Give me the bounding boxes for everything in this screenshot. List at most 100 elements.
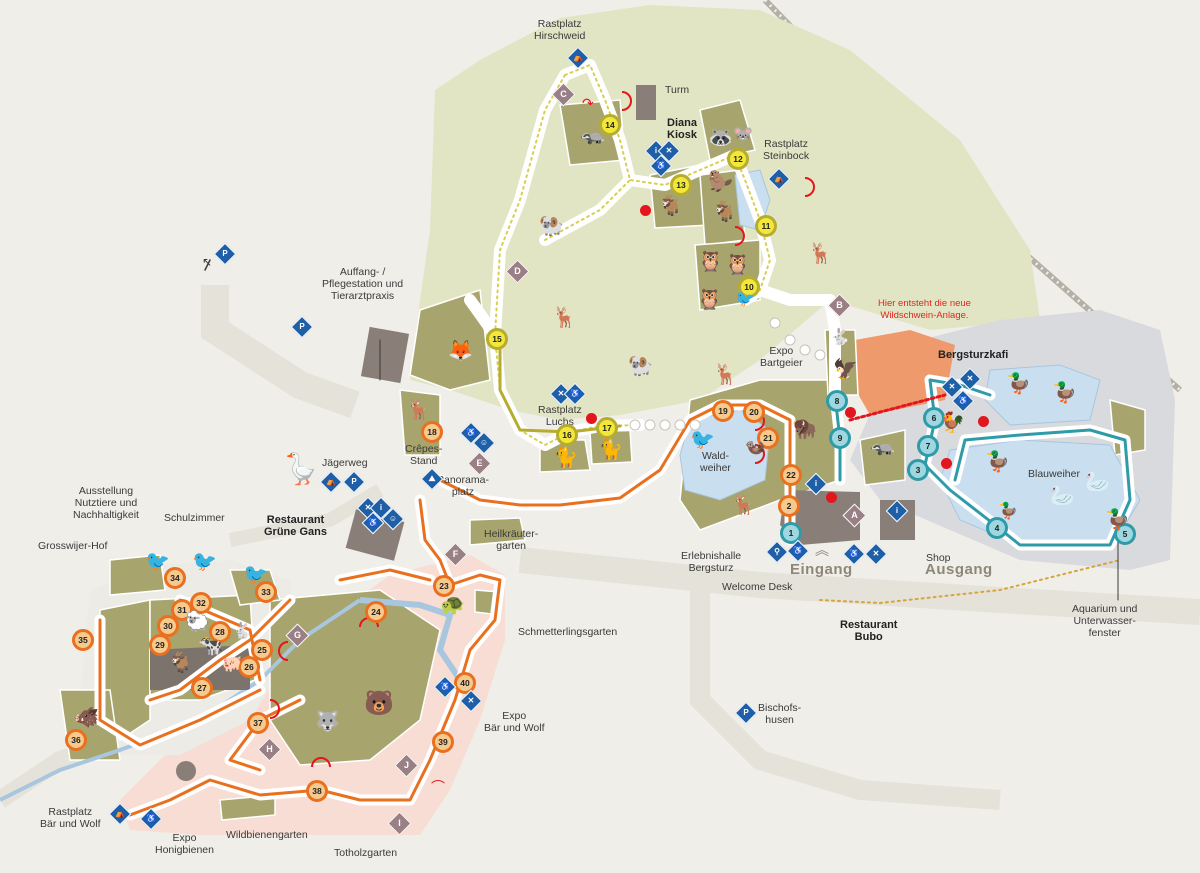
wc-glyph: ♿ [146, 814, 156, 823]
stop-30[interactable]: 30 [157, 615, 179, 637]
stop-39[interactable]: 39 [432, 731, 454, 753]
stop-18[interactable]: 18 [421, 421, 443, 443]
label-auffang: Auffang- / Pflegestation und Tierarztpra… [322, 266, 404, 302]
otter-icon: 🦦 [745, 439, 765, 456]
stop-5[interactable]: 5 [1114, 523, 1136, 545]
bird-icon: 🐦 [735, 291, 755, 308]
stop-17[interactable]: 17 [596, 417, 618, 439]
stop-29[interactable]: 29 [149, 634, 171, 656]
highlight-dot [586, 413, 597, 424]
picnic-glyph: ⛺ [326, 477, 336, 486]
mouse-icon: 🐭 [733, 126, 753, 143]
stop-21[interactable]: 21 [757, 427, 779, 449]
wc-glyph: ♿ [849, 549, 859, 558]
label-bischofshusen: Bischofs- husen [758, 702, 802, 726]
label-rastplatz-steinbock: Rastplatz Steinbock [763, 138, 810, 162]
stop-23[interactable]: 23 [433, 575, 455, 597]
mallard-icon: 🦆 [998, 503, 1018, 520]
stop-12[interactable]: 12 [727, 148, 749, 170]
wild-boar-icon: 🐗 [74, 707, 99, 729]
zone-letter: H [266, 744, 273, 754]
stop-7[interactable]: 7 [917, 435, 939, 457]
lookout-glyph: ⛰ [428, 474, 436, 483]
stop-20[interactable]: 20 [743, 401, 765, 423]
stop-28[interactable]: 28 [209, 621, 231, 643]
badger-icon: 🦡 [580, 124, 605, 146]
duck-icon: 🦆 [985, 451, 1010, 473]
label-bergsturzkafi: Bergsturzkafi [938, 349, 1009, 361]
marmot-icon: 🦫 [708, 171, 733, 193]
raccoon-icon: 🦝 [708, 127, 733, 149]
stop-16[interactable]: 16 [556, 424, 578, 446]
duck-icon: 🦆 [1052, 382, 1077, 404]
marten-icon: 🦡 [870, 435, 895, 457]
ibex-icon: 🐐 [712, 201, 737, 223]
stop-22[interactable]: 22 [780, 464, 802, 486]
stop-14[interactable]: 14 [599, 114, 621, 136]
stop-24[interactable]: 24 [365, 601, 387, 623]
label-diana-kiosk: Diana Kiosk [667, 117, 697, 141]
restaurant-glyph: ✕ [872, 549, 880, 558]
stop-26[interactable]: 26 [238, 656, 260, 678]
label-crepes: Crêpes- Stand [405, 443, 443, 467]
stop-32[interactable]: 32 [190, 592, 212, 614]
stop-37[interactable]: 37 [247, 712, 269, 734]
picnic-glyph: ⛺ [774, 174, 784, 183]
goose-icon: 🪿 [282, 453, 320, 486]
stop-10[interactable]: 10 [738, 276, 760, 298]
stop-4[interactable]: 4 [986, 517, 1008, 539]
label-expo-baer-wolf: Expo Bär und Wolf [484, 710, 545, 734]
goose-icon: 🦢 [1050, 485, 1075, 507]
label-jaegerweg: Jägerweg [322, 457, 368, 469]
wc-glyph: ♿ [793, 546, 803, 555]
label-erlebnishalle: Erlebnishalle Bergsturz [681, 550, 742, 574]
highlight-dot [640, 205, 651, 216]
stop-36[interactable]: 36 [65, 729, 87, 751]
stop-34[interactable]: 34 [164, 567, 186, 589]
label-heilkraeutergarten: Heilkräuter- garten [484, 528, 539, 552]
picnic-glyph: ⛺ [115, 809, 125, 818]
stop-31[interactable]: 31 [171, 599, 193, 621]
stop-35[interactable]: 35 [72, 629, 94, 651]
stop-11[interactable]: 11 [755, 215, 777, 237]
zone-letter: E [476, 458, 483, 468]
stop-27[interactable]: 27 [191, 677, 213, 699]
stop-6[interactable]: 6 [923, 407, 945, 429]
rooster-icon: 🐓 [940, 412, 965, 434]
wc-glyph: ♿ [440, 682, 450, 691]
cow-icon: 🐄 [198, 635, 223, 657]
stork-icon: 🐦 [243, 564, 268, 586]
stop-2[interactable]: 2 [778, 495, 800, 517]
label-rastplatz-hirschweid: Rastplatz Hirschweid [534, 18, 586, 42]
roe-deer-icon: 🦌 [731, 494, 756, 516]
label-expo-honigbienen: Expo Honigbienen [155, 832, 214, 856]
parking-letter: P [351, 477, 357, 486]
label-restaurant-gruene-gans: Restaurant Grüne Gans [264, 514, 327, 538]
label-ausstellung: Ausstellung Nutztiere und Nachhaltigkeit [73, 485, 139, 521]
stop-3[interactable]: 3 [907, 459, 929, 481]
stop-9[interactable]: 9 [829, 427, 851, 449]
deer-icon: 🦌 [552, 307, 577, 329]
entrance-chevron-icon: ︽ [815, 542, 829, 558]
label-rastplatz-baer-wolf: Rastplatz Bär und Wolf [40, 806, 101, 830]
stop-19[interactable]: 19 [712, 400, 734, 422]
stop-38[interactable]: 38 [306, 780, 328, 802]
stop-15[interactable]: 15 [486, 328, 508, 350]
label-schmetterlingsgarten: Schmetterlingsgarten [518, 626, 618, 638]
owl-icon: 🦉 [698, 251, 723, 273]
label-shop: Shop [926, 552, 951, 564]
stop-1[interactable]: 1 [780, 522, 802, 544]
stop-33[interactable]: 33 [255, 581, 277, 603]
zone-letter: G [293, 630, 301, 640]
stork-icon: 🐦 [145, 551, 170, 573]
eagle-owl-icon: 🦉 [697, 289, 722, 311]
stop-13[interactable]: 13 [670, 174, 692, 196]
direction-arrow-icon: ↖ [202, 255, 213, 269]
stop-8[interactable]: 8 [826, 390, 848, 412]
wc-glyph: ♿ [570, 389, 580, 398]
stop-25[interactable]: 25 [251, 639, 273, 661]
sheep-icon: 🐑 [185, 611, 210, 633]
rabbit-icon: 🐇 [232, 623, 252, 640]
stop-40[interactable]: 40 [454, 672, 476, 694]
